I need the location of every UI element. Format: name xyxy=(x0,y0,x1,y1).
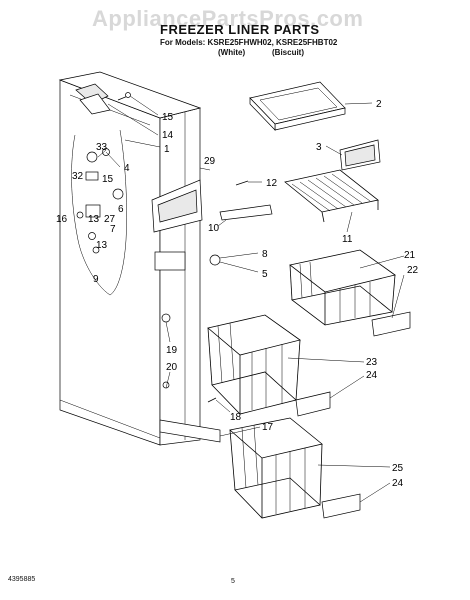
callout-16: 16 xyxy=(56,214,68,225)
variant-white: (White) xyxy=(218,48,246,57)
bottom-trim xyxy=(159,419,221,443)
callout-14: 14 xyxy=(162,130,174,141)
top-bracket xyxy=(75,83,131,115)
diagram-title: FREEZER LINER PARTS xyxy=(160,22,320,37)
variant-biscuit: (Biscuit) xyxy=(272,48,304,57)
callout-8: 8 xyxy=(262,249,268,260)
callout-15-b: 15 xyxy=(102,174,114,185)
callout-10: 10 xyxy=(208,223,220,234)
callout-6: 6 xyxy=(118,204,124,215)
basket-23 xyxy=(207,314,301,415)
callout-13: 13 xyxy=(88,214,100,225)
callout-21: 21 xyxy=(404,250,416,261)
callout-11: 11 xyxy=(342,234,353,245)
callout-22: 22 xyxy=(407,265,419,276)
page-number: 5 xyxy=(231,578,235,585)
callout-1: 1 xyxy=(164,144,170,155)
callout-18: 18 xyxy=(230,412,242,423)
callout-32: 32 xyxy=(72,171,84,182)
callout-3: 3 xyxy=(316,142,322,153)
basket-front-24b xyxy=(321,493,361,519)
models-line: For Models: KSRE25FHWH02, KSRE25FHBT02 xyxy=(160,38,338,47)
callout-19: 19 xyxy=(166,345,178,356)
callout-24-b: 24 xyxy=(392,478,404,489)
glass-shelf xyxy=(249,81,346,131)
callout-12: 12 xyxy=(266,178,278,189)
control-cluster xyxy=(76,148,124,254)
screw-12 xyxy=(235,180,249,186)
watermark: AppliancePartsPros.com xyxy=(92,6,364,31)
clip-19 xyxy=(161,313,171,323)
callout-23: 23 xyxy=(366,357,378,368)
basket-21 xyxy=(289,249,396,326)
callout-33: 33 xyxy=(96,142,108,153)
callout-9: 9 xyxy=(93,274,99,285)
shelf-support xyxy=(219,204,273,221)
callout-27: 27 xyxy=(104,214,116,225)
side-strip-inset xyxy=(157,189,198,223)
callout-13-b: 13 xyxy=(96,240,108,251)
callout-7: 7 xyxy=(110,224,116,235)
leader-lines xyxy=(97,95,405,503)
callout-24: 24 xyxy=(366,370,378,381)
callout-5: 5 xyxy=(262,269,268,280)
callout-17: 17 xyxy=(262,422,274,433)
callout-20: 20 xyxy=(166,362,178,373)
cam-part xyxy=(209,254,221,266)
label-plate xyxy=(154,251,186,271)
basket-25 xyxy=(229,417,323,519)
callout-2: 2 xyxy=(376,99,382,110)
screw-18 xyxy=(207,397,217,403)
callout-15: 15 xyxy=(162,112,174,123)
shelf-trim-inset xyxy=(344,144,376,167)
basket-front-22 xyxy=(371,311,411,337)
wire-shelf xyxy=(284,169,379,223)
callouts: 15 14 1 33 4 32 15 6 16 13 27 7 13 9 29 … xyxy=(56,99,419,489)
callout-29: 29 xyxy=(204,156,216,167)
document-number: 4395885 xyxy=(8,576,36,583)
callout-25: 25 xyxy=(392,463,404,474)
basket-front-24a xyxy=(295,391,331,417)
callout-4: 4 xyxy=(124,163,130,174)
